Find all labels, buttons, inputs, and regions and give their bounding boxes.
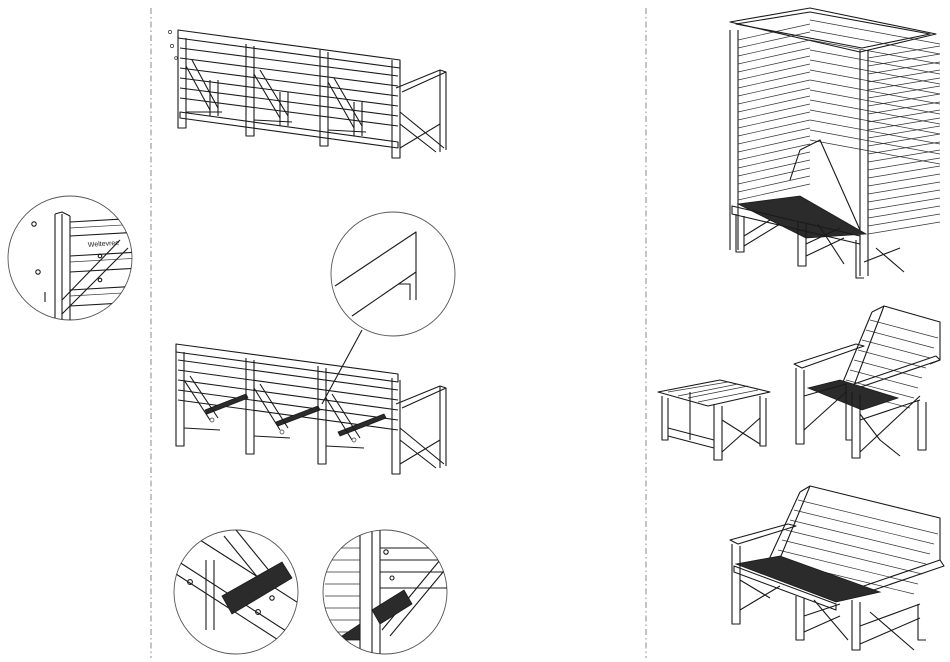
privacy-booth (730, 8, 940, 278)
two-seat-bench (730, 486, 944, 650)
detail-circle-bracket: Weltevree (8, 196, 140, 330)
bench-row-lower (176, 344, 446, 474)
detail-circle-brace-a (174, 530, 300, 654)
lounge-chair (794, 306, 940, 458)
side-table (658, 380, 770, 460)
detail-circle-notch (322, 212, 455, 404)
bench-row-upper (168, 30, 446, 158)
detail-circle-brace-b (323, 530, 448, 660)
